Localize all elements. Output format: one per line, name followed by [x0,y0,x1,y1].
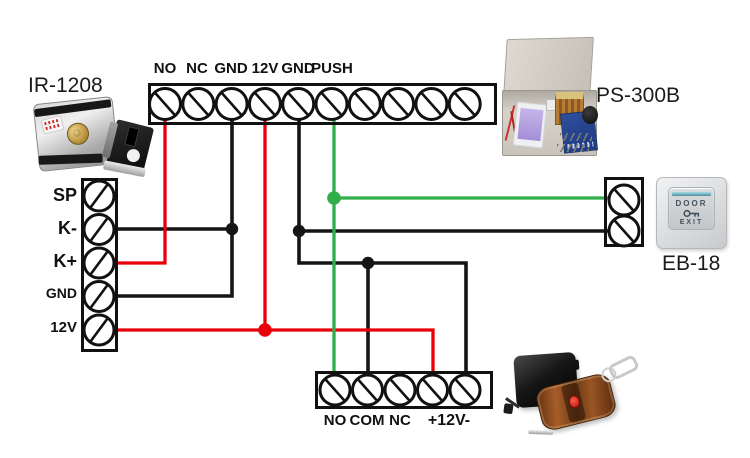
left-strip-label-K-: K- [58,218,77,238]
psu-round-component [582,106,598,124]
screw-slot-icon [187,91,210,117]
receiver-knob [572,359,580,371]
power-supply-image [502,36,598,156]
screw-slot-icon [89,184,109,208]
screw-slot-icon [324,378,346,402]
top-strip-label-NC: NC [186,60,208,77]
power-supply-model-label: PS-300B [596,84,681,107]
bottom-strip-label-COM: COM [349,412,385,429]
keyfob-antenna-pin [528,429,554,435]
screw-slot-icon [89,251,109,275]
screw-slot-icon [386,91,410,117]
screw-slot-icon [389,378,411,402]
top-strip-label-PUSH: PUSH [311,60,353,77]
wire-red-8 [99,328,435,390]
screw-slot-icon [320,91,343,117]
screw-slot-icon [613,219,635,243]
top-strip-label-12V: 12V [251,60,279,77]
screw-slot-icon [89,284,109,309]
key-icon [682,209,699,218]
screw-slot-icon [286,91,310,117]
screw-slot-icon [356,378,379,402]
left-strip-label-12V: 12V [50,319,77,336]
receiver-plug [503,403,514,415]
bottom-strip-label-+12V-: +12V- [427,412,471,429]
exit-button-exit-text: EXIT [679,219,704,226]
exit-button-face: DOOR EXIT [668,187,715,230]
bottom-strip-label-NC: NC [389,412,411,429]
top-strip-label-NO: NO [153,60,177,77]
screw-slot-icon [454,378,476,402]
exit-button-model-label: EB-18 [662,252,721,275]
screw-slot-icon [420,91,443,117]
junction-dot-green [327,191,341,205]
left-strip-label-SP: SP [52,185,77,205]
left-strip-label-K+: K+ [53,251,77,271]
screw-slot-icon [89,217,109,242]
exit-button-door-text: DOOR [675,199,708,208]
screw-slot-icon [153,91,177,117]
junction-dot-black [225,222,239,236]
left-strip-label-GND: GND [45,285,77,301]
lock-model-label: IR-1208 [28,74,103,97]
exit-button-image: DOOR EXIT [656,177,727,249]
junction-dot-black [292,224,306,238]
power-supply-box [502,90,598,156]
power-supply-lid [503,36,594,98]
junction-dot-black [361,256,375,270]
top-strip-label-GND: GND [281,60,315,77]
bottom-strip-label-NO: NO [323,412,347,429]
top-strip-label-GND: GND [214,60,248,77]
psu-vent-slots [560,133,592,141]
junction-dot-red [258,323,272,337]
bottom-terminal-strip [315,371,493,409]
screw-slot-icon [613,188,635,212]
wire-black-3 [297,104,468,390]
wire-red-6 [99,104,167,265]
screw-slot-icon [253,91,277,117]
left-terminal-strip [81,178,118,352]
screw-slot-icon [353,91,377,117]
screw-slot-icon [421,378,444,402]
psu-vent-slots [557,144,589,152]
screw-slot-icon [220,91,243,117]
screw-slot-icon [453,91,476,117]
wire-black-1 [99,104,234,298]
screw-slot-icon [89,318,109,342]
exit-button-indicator-bar [672,192,711,196]
psu-purple-pack [517,107,544,142]
